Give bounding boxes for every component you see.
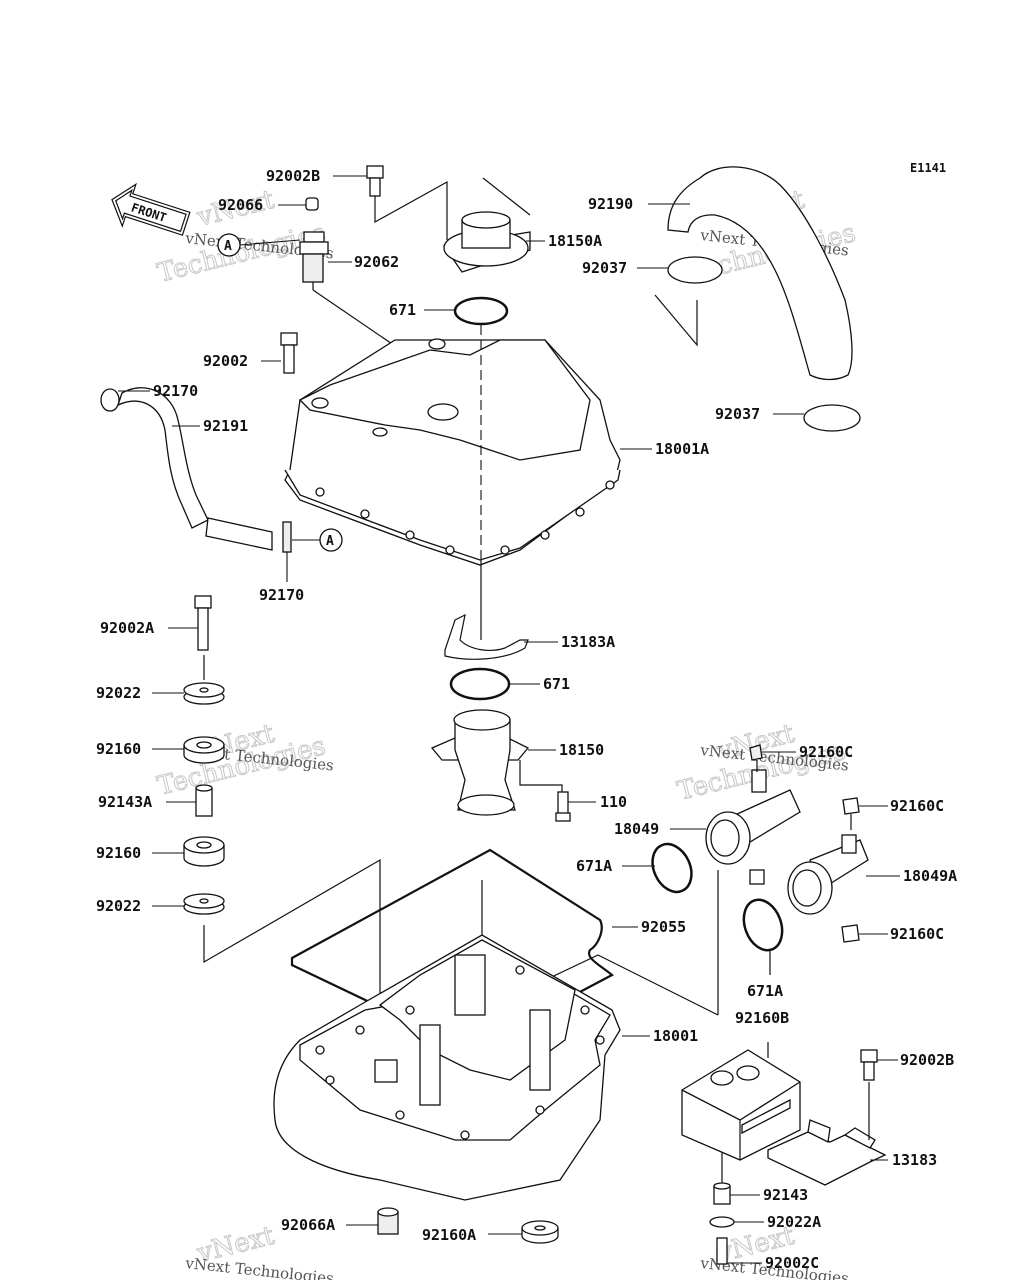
label-92160c-1: 92160C <box>799 743 853 761</box>
label-92160b: 92160B <box>735 1009 789 1027</box>
label-92002a: 92002A <box>100 619 154 637</box>
bracket-13183a <box>444 613 529 660</box>
bolt-92002c <box>716 1237 728 1265</box>
label-92037-top: 92037 <box>582 259 627 277</box>
label-18150: 18150 <box>559 741 604 759</box>
label-92160c-3: 92160C <box>890 925 944 943</box>
label-92062: 92062 <box>354 253 399 271</box>
clip-92160c-2 <box>842 797 860 815</box>
label-13183: 13183 <box>892 1151 937 1169</box>
svg-text:A: A <box>326 534 334 549</box>
oil-pan-18001 <box>273 934 621 1201</box>
o-ring-671-mid <box>449 667 511 701</box>
pipe-18049 <box>705 769 801 865</box>
clip-92160c-1 <box>749 744 763 761</box>
svg-text:A: A <box>224 239 232 254</box>
label-92170-top: 92170 <box>153 382 198 400</box>
label-92160-top: 92160 <box>96 740 141 758</box>
pipe-18049a <box>787 834 869 915</box>
diagram-code: E1141 <box>910 161 946 175</box>
label-92022-mid: 92022 <box>96 897 141 915</box>
front-arrow-icon: FRONT <box>111 182 191 236</box>
clamp-92170-bottom <box>282 521 292 553</box>
clamp-92037-top <box>667 256 723 284</box>
bracket-13183 <box>767 1119 887 1186</box>
label-18001: 18001 <box>653 1027 698 1045</box>
intake-tube-18150 <box>430 709 530 816</box>
clip-92160c-3 <box>841 924 860 943</box>
label-92143: 92143 <box>763 1186 808 1204</box>
label-92002c: 92002C <box>765 1254 819 1272</box>
grommet-92160a <box>521 1220 559 1244</box>
label-92002b-bottom: 92002B <box>900 1051 954 1069</box>
svg-text:vNext Technologies: vNext Technologies <box>184 1254 335 1280</box>
label-92160a: 92160A <box>422 1226 476 1244</box>
label-18150a: 18150A <box>548 232 602 250</box>
plug-92066a <box>377 1207 399 1235</box>
label-671a-bottom: 671A <box>747 982 783 1000</box>
grommet-92160-mid <box>183 836 225 867</box>
leader-lines <box>118 175 900 1264</box>
clamp-92037-mid <box>803 404 861 432</box>
label-92066a: 92066A <box>281 1216 335 1234</box>
label-92066: 92066 <box>218 196 263 214</box>
gasket-92055 <box>290 848 614 1052</box>
label-92022a: 92022A <box>767 1213 821 1231</box>
hose-92190 <box>667 166 853 381</box>
bolt-92002b-bottom <box>860 1049 878 1081</box>
label-92055: 92055 <box>641 918 686 936</box>
o-ring-671a-left <box>651 842 693 894</box>
label-92190: 92190 <box>588 195 633 213</box>
label-92022-top: 92022 <box>96 684 141 702</box>
washer-92022-mid <box>183 893 225 915</box>
label-671a-left: 671A <box>576 857 612 875</box>
label-92002b-top: 92002B <box>266 167 320 185</box>
label-92160c-2: 92160C <box>890 797 944 815</box>
label-18049a: 18049A <box>903 867 957 885</box>
label-13183a: 13183A <box>561 633 615 651</box>
label-92143a: 92143A <box>98 793 152 811</box>
label-92002: 92002 <box>203 352 248 370</box>
washer-92022-top <box>183 682 225 705</box>
washer-92022a <box>709 1216 735 1228</box>
label-18049: 18049 <box>614 820 659 838</box>
o-ring-671-top <box>453 296 509 326</box>
ref-marker-a-top: A <box>217 233 301 257</box>
clip-lower-18049 <box>749 869 765 885</box>
bolt-110 <box>555 791 571 822</box>
watermark-mid-left: vNext Technologies vNext Technologies <box>154 718 335 802</box>
grommet-92160-top <box>183 736 225 764</box>
label-92170-bottom: 92170 <box>259 586 304 604</box>
label-110: 110 <box>600 793 627 811</box>
collar-92143 <box>713 1182 731 1205</box>
o-ring-671a-bottom <box>742 898 784 952</box>
label-671-mid: 671 <box>543 675 570 693</box>
label-92037-mid: 92037 <box>715 405 760 423</box>
bolt-92002a <box>194 595 212 651</box>
cover-18001a <box>284 338 621 566</box>
intake-pipe-18150a <box>442 211 531 273</box>
sensor-92062 <box>299 197 329 290</box>
label-18001a: 18001A <box>655 440 709 458</box>
collar-92143a <box>195 784 213 817</box>
part-labels: 92002B 92066 92062 18150A 671 92190 9203… <box>96 167 957 1272</box>
bolt-92002b-top <box>366 165 384 197</box>
watermark-mid-right: vNext Technologies vNext Technologies <box>674 718 850 807</box>
label-92191: 92191 <box>203 417 248 435</box>
label-92160-mid: 92160 <box>96 844 141 862</box>
label-671-top: 671 <box>389 301 416 319</box>
hose-92191 <box>100 387 273 551</box>
bolt-92002 <box>280 332 298 374</box>
ref-marker-a-bottom: A <box>292 528 343 552</box>
damper-92160b <box>681 1049 801 1161</box>
